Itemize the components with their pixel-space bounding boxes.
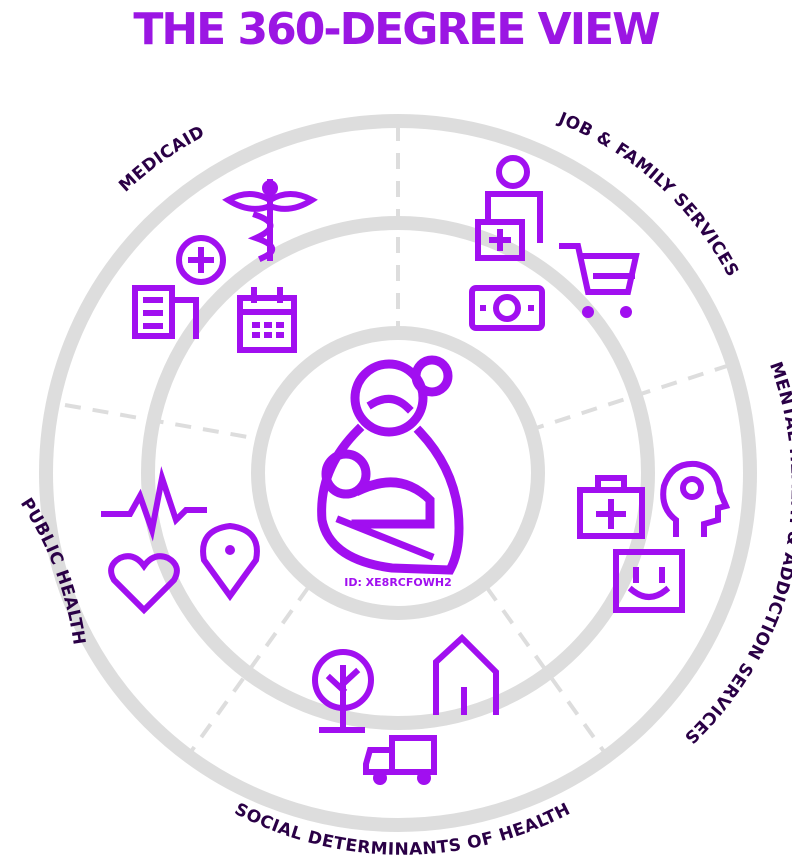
heartbeat-icon [101, 466, 207, 542]
house-icon [433, 633, 499, 715]
truck-icon [363, 735, 437, 785]
divider-left [64, 403, 266, 442]
calendar-icon [237, 287, 297, 353]
caseworker-icon [475, 155, 543, 261]
divider-right [529, 363, 731, 432]
money-icon [469, 285, 545, 331]
divider-bottom-right [483, 583, 612, 762]
shopping-cart-icon [559, 243, 640, 318]
mother-and-child-icon [317, 355, 464, 575]
divider-bottom-left [183, 583, 312, 762]
tree-icon [312, 649, 374, 733]
location-pin-icon [200, 522, 260, 602]
heart-icon [108, 553, 180, 615]
first-aid-kit-icon [577, 475, 645, 539]
center-id-label: ID: XE8RCFOWH2 [344, 576, 452, 589]
page-title: THE 360-DEGREE VIEW [133, 4, 660, 55]
inner-ring [251, 326, 545, 620]
hospital-icon [132, 235, 226, 339]
smiley-icon [613, 549, 685, 613]
outer-ring [39, 114, 757, 832]
caduceus-icon [222, 179, 318, 262]
mind-gear-icon [660, 460, 731, 537]
